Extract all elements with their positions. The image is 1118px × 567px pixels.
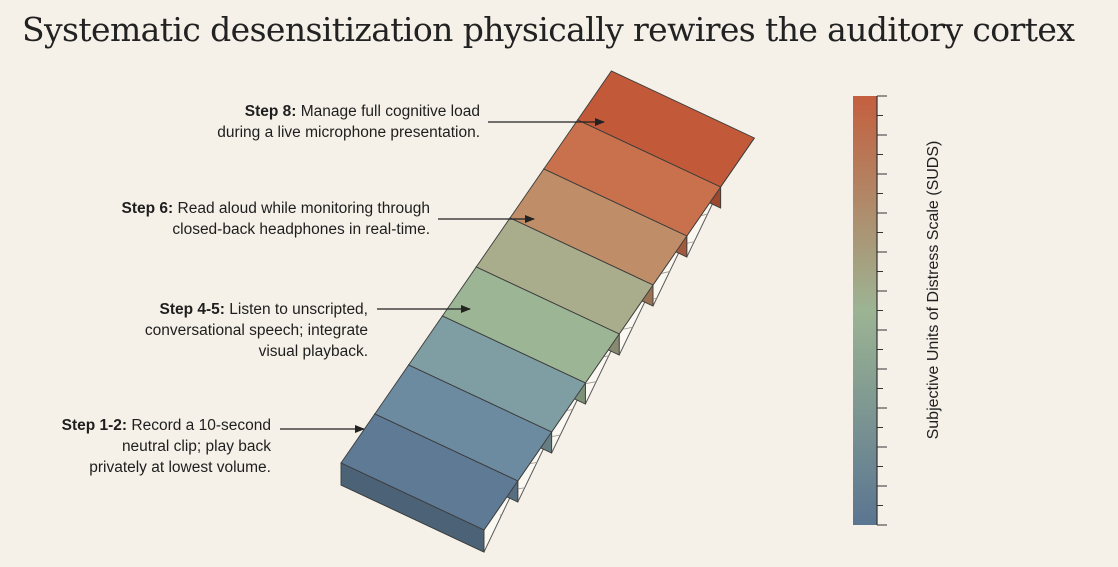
page-title: Systematic desensitization physically re… [22,10,1075,49]
callout-step-label: Step 1-2: [61,417,128,434]
callout-step-1-2: Step 1-2: Record a 10-second neutral clip… [11,415,271,478]
callout-step-label: Step 4-5: [159,301,225,318]
callout-step-8: Step 8: Manage full cognitive load during… [60,101,480,143]
callout-text-line: conversational speech; integrate [144,322,368,339]
suds-scale-label: Subjective Units of Distress Scale (SUDS… [925,140,942,440]
callout-text-line: Listen to unscripted, [229,301,368,318]
callout-text-line: during a live microphone presentation. [217,124,480,141]
callout-text-line: Manage full cognitive load [300,103,480,120]
callout-text-line: visual playback. [258,343,368,360]
suds-scale-bar [853,95,887,526]
step-riser [340,462,485,553]
callout-text-line: Read aloud while monitoring through [177,200,430,217]
callout-arrows [280,118,605,433]
suds-gradient-bar [853,96,877,525]
callout-step-label: Step 6: [121,200,174,217]
callout-text-line: closed-back headphones in real-time. [172,221,430,238]
callout-text-line: privately at lowest volume. [89,459,271,476]
callout-step-6: Step 6: Read aloud while monitoring thro… [10,198,430,240]
callout-text-line: neutral clip; play back [121,438,271,455]
callout-step-4-5: Step 4-5: Listen to unscripted, conversat… [28,299,368,362]
callout-step-label: Step 8: [244,103,297,120]
staircase [340,70,756,553]
callout-text-line: Record a 10-second [131,417,271,434]
suds-ticks [877,95,887,526]
